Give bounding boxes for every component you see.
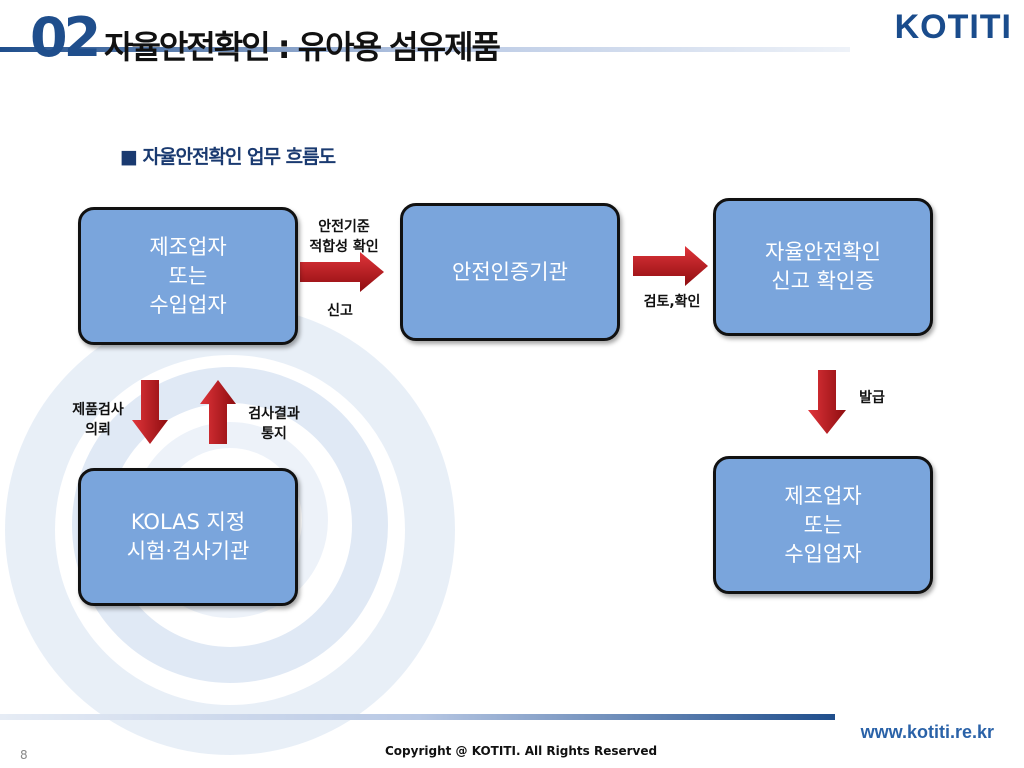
label-test-result: 검사결과 통지	[248, 406, 300, 442]
page-number: 8	[20, 748, 28, 762]
page-title: 자율안전확인 : 유아용 섬유제품	[104, 28, 501, 66]
label-report: 신고	[327, 303, 353, 319]
label-safety-standard: 안전기준 적합성 확인	[309, 219, 379, 255]
section-heading: ■ 자율안전확인 업무 흐름도	[120, 146, 336, 168]
title-underline	[0, 47, 850, 52]
footer-line	[0, 714, 835, 720]
box-kolas: KOLAS 지정 시험·검사기관	[78, 468, 298, 606]
arrow-down-icon	[132, 380, 168, 444]
arrow-right-icon	[633, 246, 708, 286]
label-test-request: 제품검사 의뢰	[72, 402, 124, 438]
arrow-down-icon	[808, 370, 846, 434]
copyright: Copyright @ KOTITI. All Rights Reserved	[385, 744, 658, 758]
website-link[interactable]: www.kotiti.re.kr	[860, 722, 994, 742]
label-review: 검토,확인	[643, 294, 701, 310]
box-manufacturer: 제조업자 또는 수입업자	[78, 207, 298, 345]
kotiti-logo: KOTITI	[894, 8, 1012, 46]
label-issue: 발급	[859, 390, 885, 406]
box-confirmation: 자율안전확인 신고 확인증	[713, 198, 933, 336]
box-cert-agency: 안전인증기관	[400, 203, 620, 341]
section-number: 02	[30, 6, 101, 69]
arrow-right-icon	[300, 252, 384, 292]
arrow-up-icon	[200, 380, 236, 444]
box-manufacturer-result: 제조업자 또는 수입업자	[713, 456, 933, 594]
